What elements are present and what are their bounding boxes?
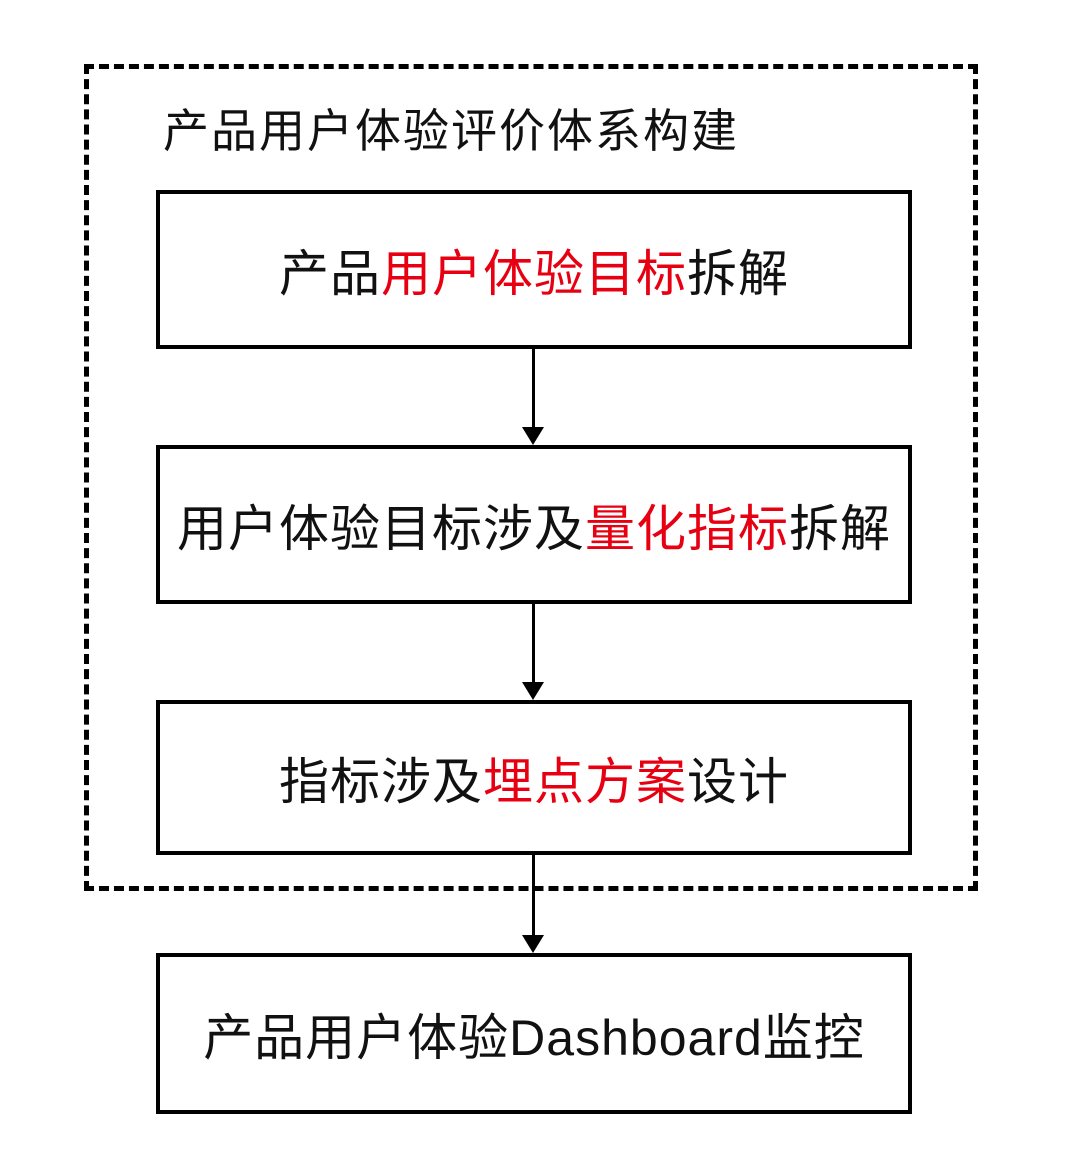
evaluation-system-group: 产品用户体验评价体系构建 xyxy=(84,64,978,891)
flow-arrow-1 xyxy=(522,349,544,445)
flow-arrow-3 xyxy=(522,855,544,953)
arrow-line xyxy=(531,604,535,682)
arrow-head-icon xyxy=(522,682,544,700)
step-text-segment: 用户体验目标涉及 xyxy=(177,500,585,557)
step-text-segment: 设计 xyxy=(687,753,789,810)
step-text-segment: 拆解 xyxy=(687,245,789,302)
step-text-highlight: 埋点方案 xyxy=(483,753,687,810)
flow-step-ux-goal: 产品用户体验目标拆解 xyxy=(156,190,912,349)
arrow-line xyxy=(531,855,535,935)
flow-step-dashboard-monitoring: 产品用户体验Dashboard监控 xyxy=(156,953,912,1114)
step-text-segment: 指标涉及 xyxy=(279,753,483,810)
step-text-segment: 产品 xyxy=(279,245,381,302)
step-text-highlight: 量化指标 xyxy=(585,500,789,557)
step-text-segment: 产品用户体验Dashboard监控 xyxy=(203,1009,865,1066)
flow-step-tracking-plan: 指标涉及埋点方案设计 xyxy=(156,700,912,855)
arrow-head-icon xyxy=(522,427,544,445)
step-text-segment: 拆解 xyxy=(789,500,891,557)
flow-arrow-2 xyxy=(522,604,544,700)
arrow-line xyxy=(531,349,535,427)
arrow-head-icon xyxy=(522,935,544,953)
flow-step-quant-metrics: 用户体验目标涉及量化指标拆解 xyxy=(156,445,912,604)
group-title: 产品用户体验评价体系构建 xyxy=(163,105,739,157)
step-text-highlight: 用户体验目标 xyxy=(381,245,687,302)
